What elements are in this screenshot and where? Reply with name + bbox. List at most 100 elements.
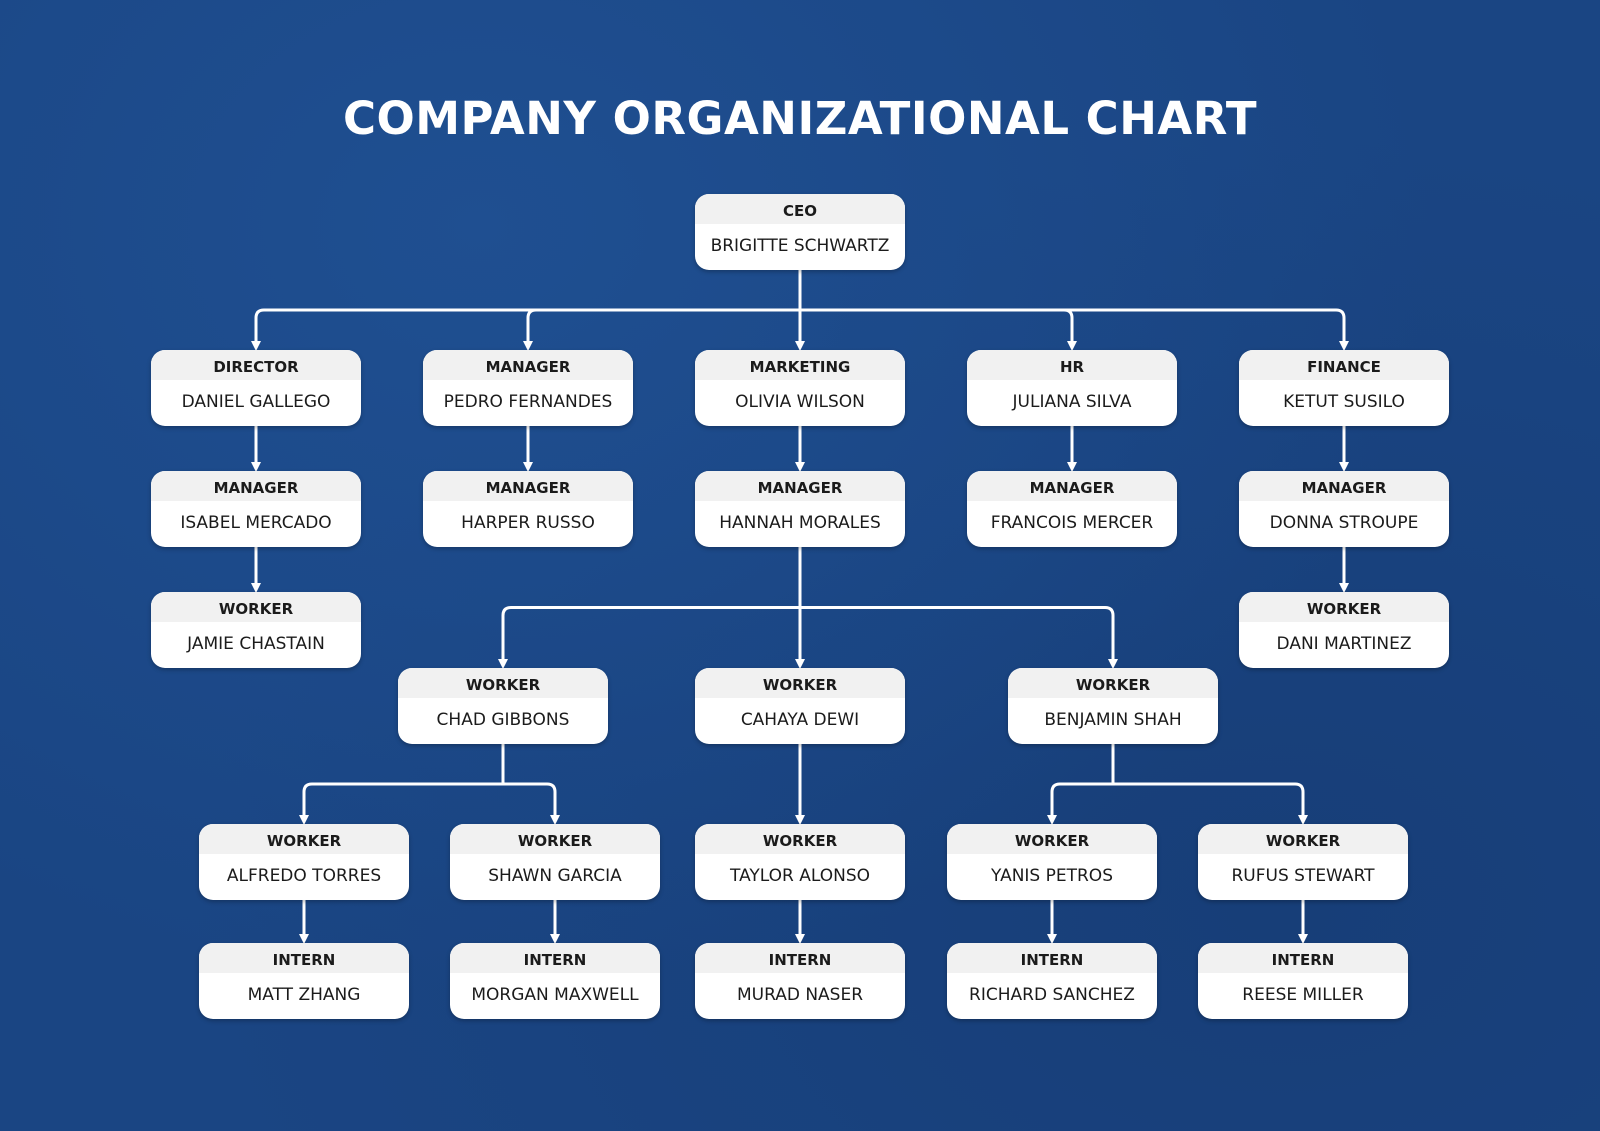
node-role: WORKER bbox=[762, 676, 838, 694]
node-role: MANAGER bbox=[485, 479, 571, 497]
node-name: JULIANA SILVA bbox=[1012, 392, 1132, 412]
org-node-worker-rufus: WORKER RUFUS STEWART bbox=[1198, 824, 1408, 900]
node-role: HR bbox=[1059, 358, 1085, 376]
connector-ceo-to-finance bbox=[798, 270, 1349, 351]
org-node-worker-yanis: WORKER YANIS PETROS bbox=[947, 824, 1157, 900]
role-band bbox=[1239, 350, 1449, 380]
org-node-marketing: MARKETING OLIVIA WILSON bbox=[695, 350, 905, 426]
org-node-worker-taylor: WORKER TAYLOR ALONSO bbox=[695, 824, 905, 900]
node-name: SHAWN GARCIA bbox=[488, 866, 622, 886]
node-role: INTERN bbox=[272, 951, 336, 969]
node-name: TAYLOR ALONSO bbox=[730, 866, 870, 886]
connector-worker-benjamin-to-worker-rufus bbox=[1111, 744, 1308, 825]
node-role: WORKER bbox=[762, 832, 838, 850]
node-role: WORKER bbox=[1014, 832, 1090, 850]
connector-ceo-to-director bbox=[251, 270, 802, 351]
node-name: MORGAN MAXWELL bbox=[471, 985, 639, 1005]
connector-worker-chad-to-worker-alfredo bbox=[299, 744, 505, 825]
role-band bbox=[450, 943, 660, 973]
org-node-worker-cahaya: WORKER CAHAYA DEWI bbox=[695, 668, 905, 744]
node-role: WORKER bbox=[1306, 600, 1382, 618]
role-band bbox=[151, 592, 361, 622]
node-name: CAHAYA DEWI bbox=[740, 710, 860, 730]
role-band bbox=[967, 350, 1177, 380]
node-name: HARPER RUSSO bbox=[461, 513, 595, 533]
connector-worker-benjamin-to-worker-yanis bbox=[1047, 744, 1115, 825]
node-name: BRIGITTE SCHWARTZ bbox=[710, 236, 890, 256]
node-name: REESE MILLER bbox=[1242, 985, 1364, 1005]
node-name: DONNA STROUPE bbox=[1269, 513, 1419, 533]
node-name: PEDRO FERNANDES bbox=[443, 392, 613, 412]
node-name: ALFREDO TORRES bbox=[226, 866, 382, 886]
org-node-manager-donna: MANAGER DONNA STROUPE bbox=[1239, 471, 1449, 547]
connector-ceo-to-manager-pedro bbox=[523, 270, 802, 351]
node-name: ISABEL MERCADO bbox=[180, 513, 332, 533]
node-name: JAMIE CHASTAIN bbox=[187, 634, 325, 654]
connector-ceo-to-hr bbox=[798, 270, 1077, 351]
node-role: INTERN bbox=[768, 951, 832, 969]
role-band bbox=[695, 194, 905, 224]
node-name: MATT ZHANG bbox=[247, 985, 361, 1005]
node-role: WORKER bbox=[218, 600, 294, 618]
connector-manager-hannah-to-worker-benjamin bbox=[798, 547, 1118, 669]
node-role: WORKER bbox=[1265, 832, 1341, 850]
node-role: MANAGER bbox=[1301, 479, 1387, 497]
node-role: WORKER bbox=[517, 832, 593, 850]
role-band bbox=[1239, 471, 1449, 501]
node-role: INTERN bbox=[523, 951, 587, 969]
org-node-intern-matt: INTERN MATT ZHANG bbox=[199, 943, 409, 1019]
role-band bbox=[695, 471, 905, 501]
node-role: CEO bbox=[782, 202, 817, 220]
org-node-ceo: CEO BRIGITTE SCHWARTZ bbox=[695, 194, 905, 270]
role-band bbox=[947, 824, 1157, 854]
role-band bbox=[967, 471, 1177, 501]
org-node-intern-morgan: INTERN MORGAN MAXWELL bbox=[450, 943, 660, 1019]
org-node-manager-harper: MANAGER HARPER RUSSO bbox=[423, 471, 633, 547]
role-band bbox=[1239, 592, 1449, 622]
role-band bbox=[947, 943, 1157, 973]
org-node-worker-alfredo: WORKER ALFREDO TORRES bbox=[199, 824, 409, 900]
node-name: YANIS PETROS bbox=[991, 866, 1113, 886]
org-node-hr: HR JULIANA SILVA bbox=[967, 350, 1177, 426]
node-role: FINANCE bbox=[1307, 358, 1381, 376]
org-node-manager-isabel: MANAGER ISABEL MERCADO bbox=[151, 471, 361, 547]
role-band bbox=[1198, 824, 1408, 854]
role-band bbox=[450, 824, 660, 854]
node-role: MARKETING bbox=[749, 358, 851, 376]
node-role: MANAGER bbox=[485, 358, 571, 376]
org-node-intern-reese: INTERN REESE MILLER bbox=[1198, 943, 1408, 1019]
role-band bbox=[695, 668, 905, 698]
node-name: RICHARD SANCHEZ bbox=[969, 985, 1135, 1005]
role-band bbox=[1008, 668, 1218, 698]
page-title: COMPANY ORGANIZATIONAL CHART bbox=[342, 92, 1258, 145]
node-role: MANAGER bbox=[1029, 479, 1115, 497]
node-role: INTERN bbox=[1020, 951, 1084, 969]
node-role: MANAGER bbox=[213, 479, 299, 497]
org-node-finance: FINANCE KETUT SUSILO bbox=[1239, 350, 1449, 426]
org-node-worker-shawn: WORKER SHAWN GARCIA bbox=[450, 824, 660, 900]
connector-worker-chad-to-worker-shawn bbox=[501, 744, 560, 825]
node-role: WORKER bbox=[266, 832, 342, 850]
role-band bbox=[1198, 943, 1408, 973]
node-name: KETUT SUSILO bbox=[1283, 392, 1405, 412]
node-name: DANIEL GALLEGO bbox=[181, 392, 331, 412]
node-role: INTERN bbox=[1271, 951, 1335, 969]
role-band bbox=[199, 824, 409, 854]
role-band bbox=[423, 350, 633, 380]
role-band bbox=[151, 350, 361, 380]
role-band bbox=[695, 824, 905, 854]
node-name: OLIVIA WILSON bbox=[735, 392, 865, 412]
role-band bbox=[151, 471, 361, 501]
role-band bbox=[695, 350, 905, 380]
node-name: RUFUS STEWART bbox=[1231, 866, 1375, 886]
connector-manager-hannah-to-worker-chad bbox=[498, 547, 802, 669]
